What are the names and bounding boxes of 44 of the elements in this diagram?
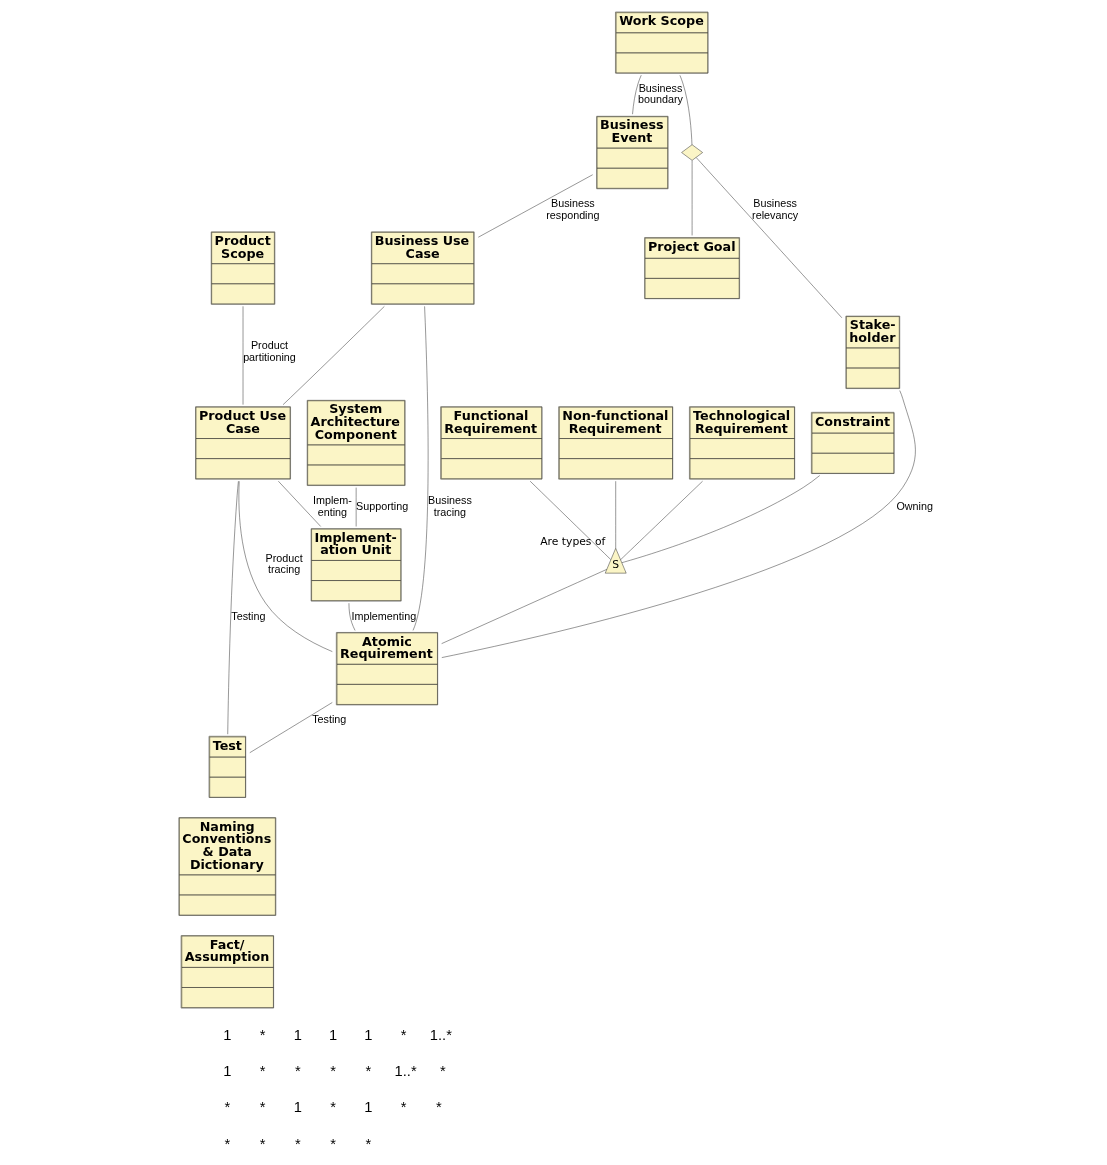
node-diamond bbox=[680, 144, 703, 161]
label: 1..* bbox=[394, 1063, 417, 1080]
connector bbox=[412, 306, 428, 631]
edge-label: Business relevancy bbox=[751, 197, 798, 221]
edge-label: Product partitioning bbox=[242, 339, 296, 363]
label: * bbox=[294, 1063, 301, 1080]
label: 1 bbox=[293, 1099, 302, 1116]
label: * bbox=[224, 1135, 230, 1152]
label: * bbox=[400, 1099, 407, 1116]
connector bbox=[348, 602, 355, 631]
label: 1 bbox=[363, 1099, 372, 1116]
connector bbox=[631, 74, 641, 115]
label: * bbox=[259, 1135, 265, 1152]
node-label: Are types of bbox=[539, 535, 605, 549]
label: * bbox=[224, 1099, 230, 1116]
label: 1 bbox=[328, 1026, 337, 1043]
label: * bbox=[365, 1063, 371, 1080]
edge-label: Testing bbox=[230, 609, 265, 622]
edge-label: Business responding bbox=[545, 197, 599, 221]
label: 1 bbox=[222, 1063, 231, 1080]
edge-label: Supporting bbox=[355, 499, 408, 512]
label: 1..* bbox=[429, 1026, 452, 1043]
label: * bbox=[365, 1135, 371, 1152]
label: * bbox=[294, 1135, 301, 1152]
label: * bbox=[400, 1026, 407, 1043]
label: * bbox=[329, 1063, 336, 1080]
edge-label: Business boundary bbox=[637, 81, 683, 106]
edge-label: Implementing bbox=[351, 609, 416, 622]
edge-label: Implem- enting bbox=[312, 493, 352, 518]
edge-label: Owning bbox=[895, 499, 933, 512]
edge-label: Product tracing bbox=[265, 551, 303, 576]
label: 1 bbox=[363, 1026, 372, 1043]
label: * bbox=[435, 1099, 442, 1116]
label: * bbox=[329, 1135, 336, 1152]
edge-label: Testing bbox=[311, 713, 346, 726]
label: * bbox=[259, 1063, 265, 1080]
label: * bbox=[329, 1099, 336, 1116]
connector bbox=[440, 569, 607, 644]
label: * bbox=[439, 1063, 446, 1080]
label: * bbox=[259, 1026, 265, 1043]
label: 1 bbox=[293, 1026, 302, 1043]
edge-label: Business tracing bbox=[427, 493, 472, 518]
label: 1 bbox=[222, 1026, 231, 1043]
label: * bbox=[259, 1099, 265, 1116]
